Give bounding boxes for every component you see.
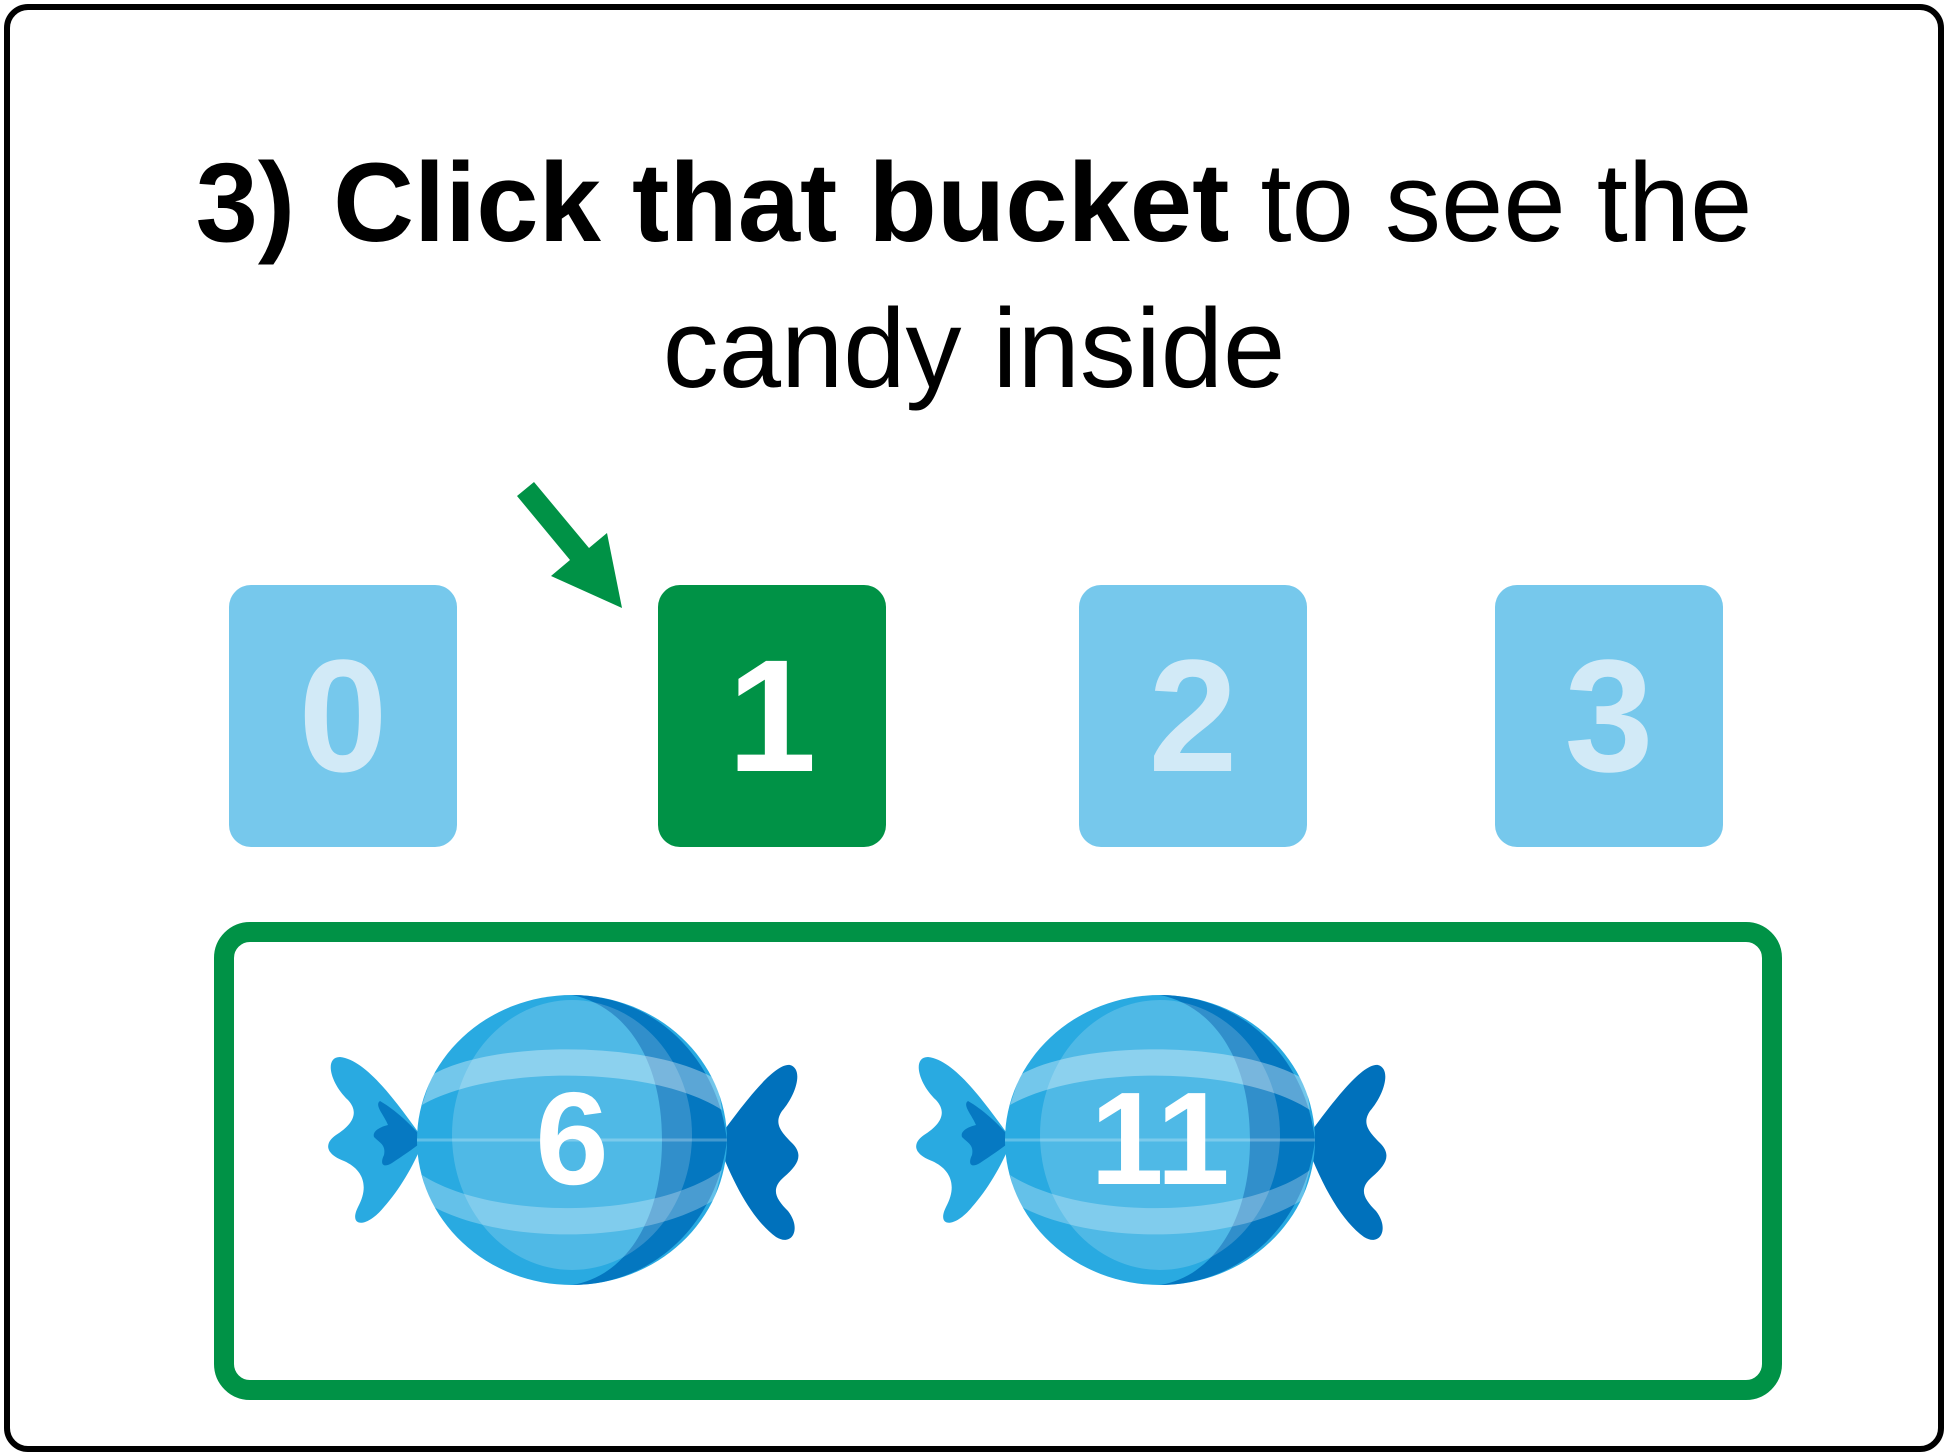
- candy-icon: [328, 995, 799, 1285]
- bucket-label: 3: [1564, 626, 1654, 805]
- bucket-0[interactable]: 0: [229, 585, 457, 847]
- instruction-text: 3) Click that bucket to see the candy ins…: [140, 130, 1808, 422]
- candy-item: 6: [322, 985, 822, 1285]
- arrow-pointer-icon: [517, 482, 622, 608]
- bucket-label: 1: [727, 626, 817, 805]
- candy-item: 11: [910, 985, 1410, 1285]
- bucket-label: 0: [298, 626, 388, 805]
- bucket-1[interactable]: 1: [658, 585, 886, 847]
- instruction-emphasis: Click that bucket: [333, 140, 1230, 265]
- bucket-2[interactable]: 2: [1079, 585, 1307, 847]
- bucket-3[interactable]: 3: [1495, 585, 1723, 847]
- instruction-rest: to see the candy inside: [662, 140, 1753, 411]
- candy-value: 6: [535, 1064, 609, 1212]
- candy-value: 11: [1090, 1064, 1230, 1212]
- candy-icon: [916, 995, 1387, 1285]
- step-number: 3): [195, 140, 296, 265]
- bucket-label: 2: [1148, 626, 1238, 805]
